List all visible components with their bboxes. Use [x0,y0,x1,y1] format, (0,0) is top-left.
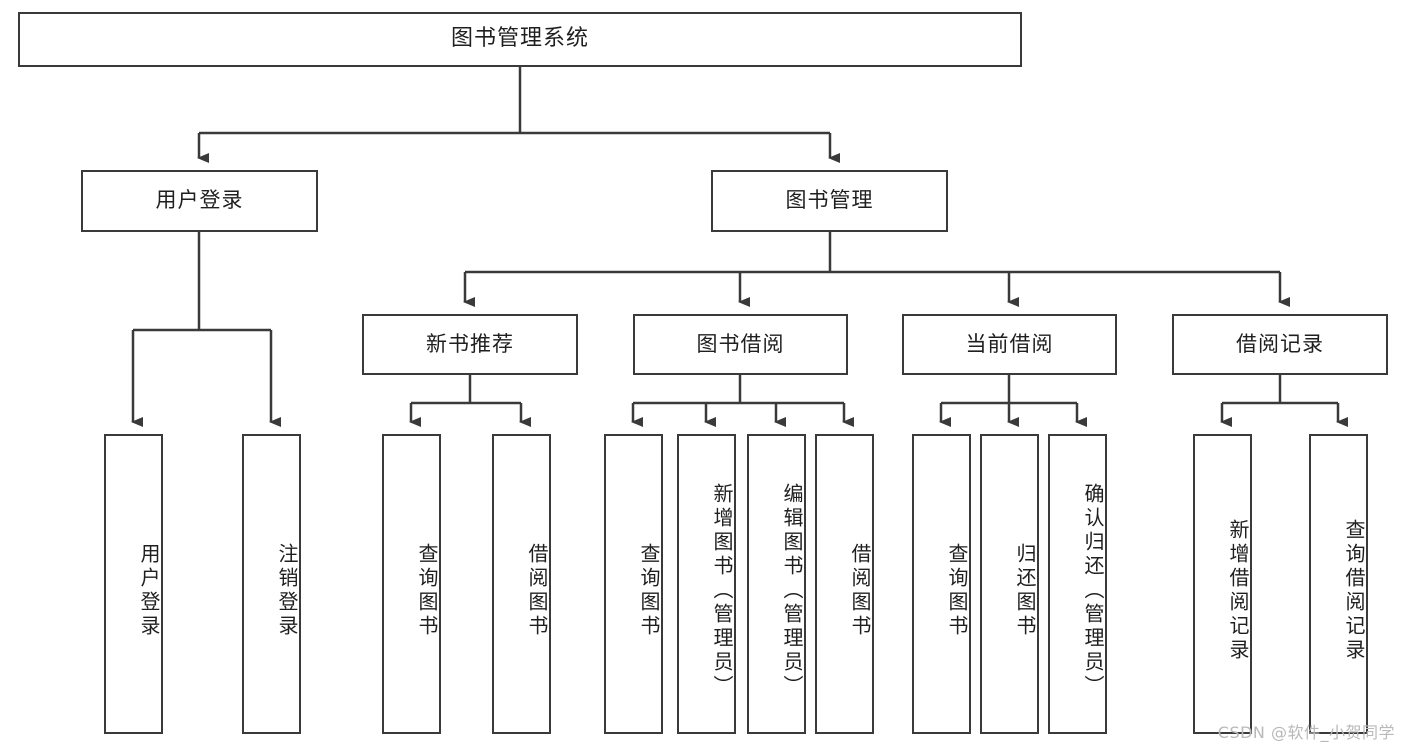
leaf-user-login-logout[interactable]: 注销登录 [242,434,301,734]
node-label: 查询图书 [945,543,969,639]
node-book-management[interactable]: 图书管理 [711,170,948,232]
node-label: 新书推荐 [426,331,514,356]
node-current-borrow[interactable]: 当前借阅 [902,314,1117,375]
watermark-text: CSDN @软件_小贺同学 [1217,723,1395,742]
leaf-borrow-borrow-book[interactable]: 借阅图书 [815,434,874,734]
node-book-borrow[interactable]: 图书借阅 [633,314,848,375]
leaf-borrow-query-book[interactable]: 查询图书 [604,434,663,734]
leaf-current-confirm-return-admin[interactable]: 确认归还（管理员） [1048,434,1107,734]
node-new-book-recommend[interactable]: 新书推荐 [362,314,578,375]
leaf-borrow-edit-book-admin[interactable]: 编辑图书（管理员） [747,434,806,734]
node-label: 用户登录 [155,188,244,213]
leaf-recommend-query-book[interactable]: 查询图书 [382,434,441,734]
node-label: 查询图书 [637,543,661,639]
node-borrow-record[interactable]: 借阅记录 [1172,314,1388,375]
leaf-current-return-book[interactable]: 归还图书 [980,434,1039,734]
node-label: 当前借阅 [965,331,1054,356]
node-label: 确认归还（管理员） [1081,483,1105,699]
node-label: 注销登录 [275,543,299,639]
leaf-user-login-login[interactable]: 用户登录 [104,434,163,734]
leaf-current-query-book[interactable]: 查询图书 [912,434,971,734]
node-label: 归还图书 [1013,543,1037,639]
leaf-borrow-add-book-admin[interactable]: 新增图书（管理员） [677,434,736,734]
node-root-system[interactable]: 图书管理系统 [18,12,1022,67]
node-label: 新增借阅记录 [1226,519,1250,663]
node-user-login[interactable]: 用户登录 [81,170,318,232]
node-label: 借阅记录 [1236,331,1324,356]
leaf-record-add-record[interactable]: 新增借阅记录 [1193,434,1252,734]
node-label: 图书借阅 [696,331,785,356]
node-label: 新增图书（管理员） [710,483,734,699]
node-label: 用户登录 [137,543,161,639]
node-label: 图书管理 [785,188,874,213]
node-label: 借阅图书 [525,543,549,639]
leaf-record-query-record[interactable]: 查询借阅记录 [1309,434,1368,734]
node-label: 查询借阅记录 [1342,519,1366,663]
node-label: 图书管理系统 [450,26,589,52]
leaf-recommend-borrow-book[interactable]: 借阅图书 [492,434,551,734]
node-label: 编辑图书（管理员） [780,483,804,699]
node-label: 借阅图书 [848,543,872,639]
node-label: 查询图书 [415,543,439,639]
